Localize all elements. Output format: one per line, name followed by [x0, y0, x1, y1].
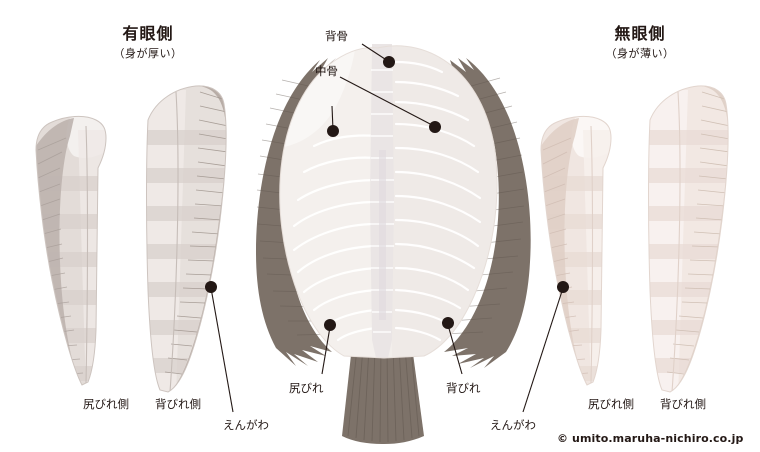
label-right-fillet-dorsal: 背びれ側: [660, 397, 706, 411]
heading-blind-side: 無眼側: [614, 24, 666, 43]
label-left-engawa: えんがわ: [223, 418, 269, 432]
eyed-side-fillets: [35, 85, 227, 393]
dot-nakabone-left: [327, 125, 339, 137]
callout-label-sebire: 背びれ: [446, 381, 481, 395]
ribs-left: [292, 134, 378, 342]
leader-shirihire: [321, 326, 331, 375]
callout-label-sebone: 背骨: [325, 29, 348, 43]
subheading-blind-side: （身が薄い）: [605, 47, 675, 60]
callout-dots: [205, 56, 569, 331]
heading-eyed-side: 有眼側: [122, 24, 174, 43]
dot-engawa-right: [557, 281, 569, 293]
dot-engawa-left: [205, 281, 217, 293]
label-left-fillet-dorsal: 背びれ側: [155, 397, 201, 411]
callout-leaders: [210, 43, 564, 413]
blind-side-fillets: [540, 85, 729, 393]
subheading-eyed-side: （身が厚い）: [113, 47, 183, 60]
leader-sebire: [447, 324, 463, 375]
caudal-fin: [342, 345, 424, 444]
dot-nakabone-right: [429, 121, 441, 133]
dot-sebone: [383, 56, 395, 68]
spine-column: [370, 44, 394, 358]
fish-body-group: [256, 44, 531, 444]
fillet-eyed-dorsal: [146, 85, 227, 393]
dot-shirihire: [324, 319, 336, 331]
copyright-notice: © umito.maruha-nichiro.co.jp: [557, 432, 744, 445]
dot-sebire: [442, 317, 454, 329]
label-left-fillet-anal: 尻びれ側: [83, 397, 129, 411]
label-right-engawa: えんがわ: [490, 418, 536, 432]
label-right-fillet-anal: 尻びれ側: [588, 397, 634, 411]
fillet-eyed-anal: [35, 115, 107, 386]
fish-outline: [279, 45, 498, 359]
callout-label-nakabone: 中骨: [315, 64, 338, 78]
leader-sebone: [361, 43, 389, 62]
callout-label-shirihire: 尻びれ: [289, 381, 324, 395]
leader-engawa-left: [210, 287, 234, 413]
leader-engawa-right: [522, 287, 564, 413]
ribs-right: [394, 60, 482, 342]
fillet-blind-dorsal: [648, 85, 729, 393]
fillet-blind-anal: [540, 115, 612, 386]
leader-nakabone: [339, 76, 435, 127]
